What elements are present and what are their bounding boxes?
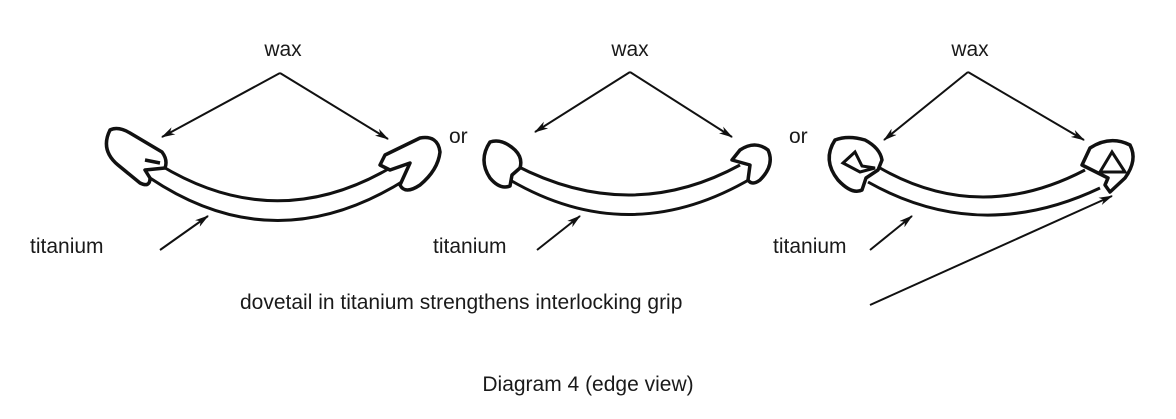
wax-cap-right (378, 135, 442, 192)
titanium-bar-bottom (867, 180, 1101, 217)
titanium-arrow (159, 215, 209, 251)
wax-label: wax (610, 38, 649, 61)
figure-1-notched: wax or titanium (30, 38, 468, 258)
titanium-bar-top (514, 163, 741, 197)
wax-arrow-right (967, 71, 1085, 141)
wax-arrow-right (629, 71, 733, 138)
dovetail-right (1097, 149, 1128, 174)
figure-3-dovetail: wax titanium (773, 38, 1135, 258)
titanium-label: titanium (433, 235, 507, 258)
wax-label: wax (263, 38, 302, 61)
wax-cap-right (1080, 138, 1135, 194)
or-separator: or (449, 125, 468, 148)
titanium-arrow (536, 215, 581, 251)
wax-arrow-right (279, 72, 389, 140)
wax-cap-left (482, 139, 523, 189)
wax-arrow-left (161, 72, 281, 138)
dovetail-annotation: dovetail in titanium strengthens interlo… (240, 291, 682, 314)
titanium-arrow (869, 215, 913, 251)
titanium-bar-top (159, 163, 391, 203)
titanium-bar-top (879, 166, 1086, 199)
titanium-label: titanium (773, 235, 847, 258)
wax-arrow-left (534, 71, 631, 133)
wax-cap-left (104, 126, 168, 187)
wax-cap-left (827, 135, 884, 193)
dovetail-left (840, 149, 876, 174)
wax-label: wax (950, 38, 989, 61)
wax-arrow-left (883, 71, 969, 141)
wax-cap-right (730, 143, 772, 185)
or-separator: or (789, 125, 808, 148)
diagram-caption: Diagram 4 (edge view) (482, 373, 693, 396)
titanium-bar-bottom (509, 176, 753, 216)
titanium-bar-bottom (149, 176, 406, 222)
titanium-label: titanium (30, 235, 104, 258)
dovetail-arrow (869, 195, 1113, 306)
figure-2-capped: wax or titanium (433, 38, 808, 258)
